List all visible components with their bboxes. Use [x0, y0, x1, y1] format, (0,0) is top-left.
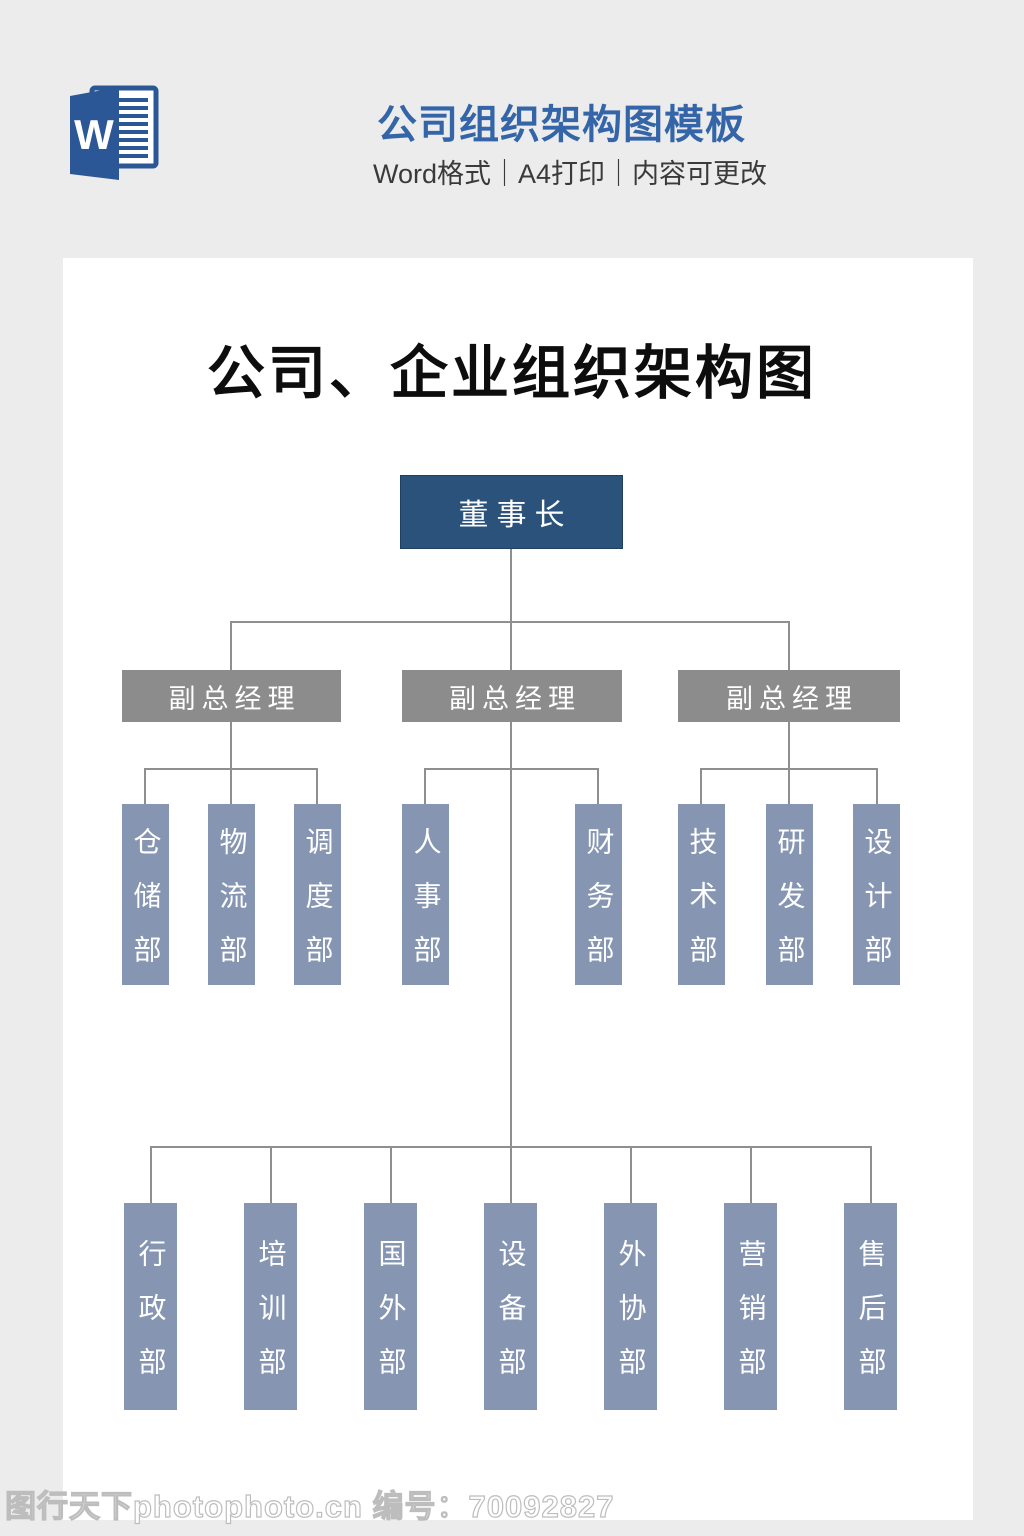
chart-title: 公司、企业组织架构图 [206, 341, 817, 406]
connector-line [597, 768, 599, 804]
org-node-dept: 设计部 [853, 804, 900, 989]
dept-label: 技术部 [686, 826, 718, 989]
word-logo-letter: W [74, 111, 114, 158]
org-node-dept: 行政部 [124, 1203, 177, 1410]
org-node-dept: 外协部 [604, 1203, 657, 1410]
dept-label: 设计部 [861, 826, 893, 989]
dept-label: 调度部 [302, 826, 334, 989]
org-node-vp-3: 副总经理 [678, 670, 900, 722]
dept-label: 国外部 [375, 1238, 407, 1401]
dept-label: 营销部 [735, 1238, 767, 1401]
connector-line [425, 768, 599, 770]
org-node-vp-1: 副总经理 [122, 670, 341, 722]
org-node-dept: 调度部 [294, 804, 341, 989]
dept-label: 行政部 [135, 1238, 167, 1401]
connector-line [424, 768, 426, 804]
connector-line [630, 1146, 632, 1203]
connector-line [270, 1146, 272, 1203]
connector-line [150, 1146, 152, 1203]
page-title: 公司组织架构图模板 [377, 103, 746, 147]
dept-label: 仓储部 [130, 826, 162, 989]
word-file-icon: W [60, 82, 164, 182]
org-node-dept: 人事部 [402, 804, 449, 989]
connector-line [510, 549, 512, 621]
connector-line [230, 621, 232, 670]
connector-line [510, 1146, 512, 1203]
connector-line [788, 722, 790, 768]
connector-line [510, 722, 512, 1146]
dept-label: 售后部 [855, 1238, 887, 1401]
connector-line [788, 768, 790, 804]
org-node-dept: 设备部 [484, 1203, 537, 1410]
org-node-dept: 仓储部 [122, 804, 169, 989]
connector-line [230, 768, 232, 804]
connector-line [510, 621, 512, 670]
org-node-dept: 研发部 [766, 804, 813, 989]
connector-line [390, 1146, 392, 1203]
org-node-dept: 财务部 [575, 804, 622, 989]
connector-line [750, 1146, 752, 1203]
dept-label: 培训部 [255, 1238, 287, 1401]
org-node-dept: 技术部 [678, 804, 725, 989]
watermark-text: 图行天下photophoto.cn 编号：70092827 [4, 1488, 615, 1524]
dept-label: 物流部 [216, 826, 248, 989]
org-node-dept: 国外部 [364, 1203, 417, 1410]
dept-label: 财务部 [583, 826, 615, 989]
org-node-dept: 营销部 [724, 1203, 777, 1410]
connector-line [876, 768, 878, 804]
org-node-dept: 培训部 [244, 1203, 297, 1410]
connector-line [700, 768, 702, 804]
dept-label: 人事部 [410, 826, 442, 989]
org-node-dept: 售后部 [844, 1203, 897, 1410]
connector-line [316, 768, 318, 804]
dept-label: 研发部 [774, 826, 806, 989]
org-node-chairman: 董事长 [400, 475, 623, 549]
dept-label: 设备部 [495, 1238, 527, 1401]
org-node-vp-2: 副总经理 [402, 670, 622, 722]
connector-line [788, 621, 790, 670]
dept-label: 外协部 [615, 1238, 647, 1401]
connector-line [230, 722, 232, 768]
org-node-dept: 物流部 [208, 804, 255, 989]
connector-line [144, 768, 146, 804]
page-subtitle: Word格式｜A4打印｜内容可更改 [373, 159, 768, 189]
connector-line [870, 1146, 872, 1203]
